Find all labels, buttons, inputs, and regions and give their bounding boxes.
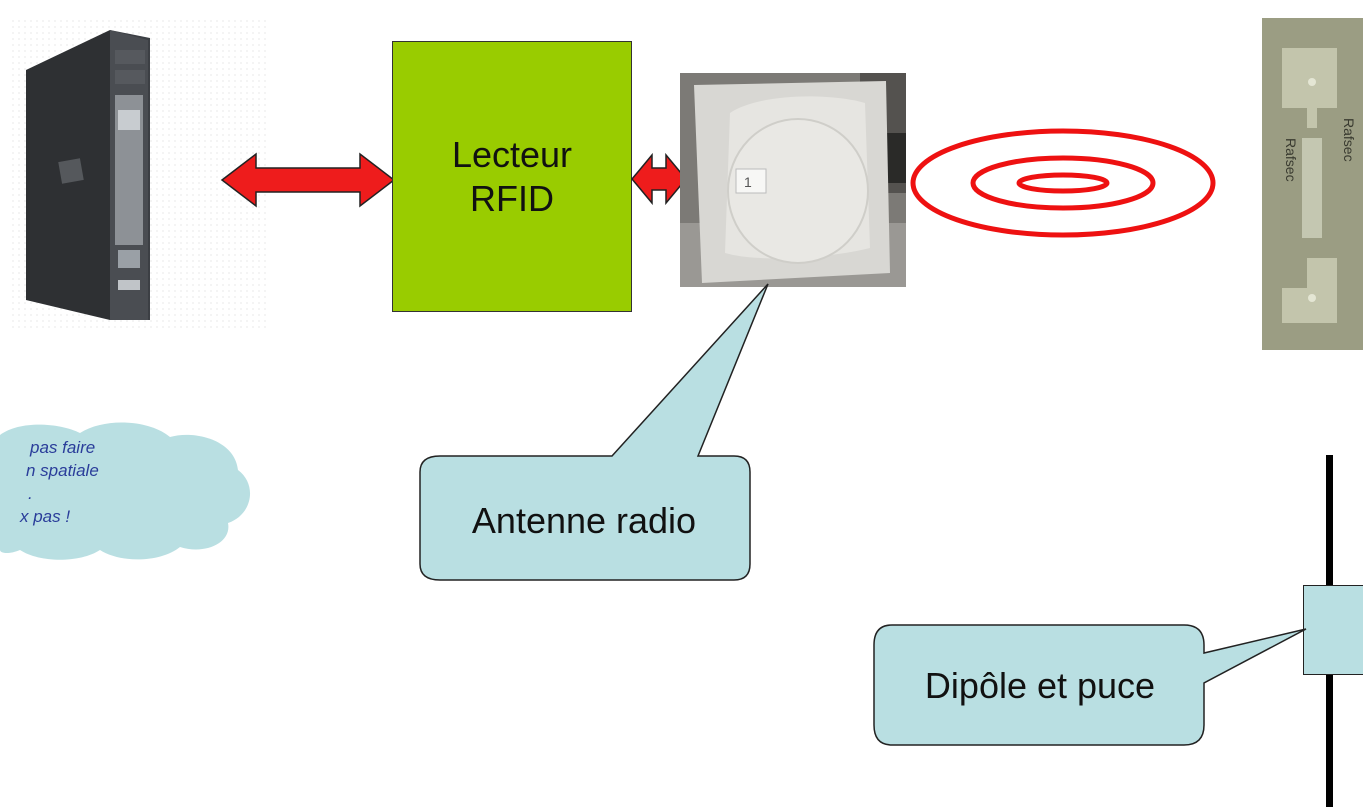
radio-antenna-icon: 1 xyxy=(680,73,906,287)
thought-cloud xyxy=(0,422,251,560)
antenna-number: 1 xyxy=(744,174,752,190)
cloud-line: pas faire xyxy=(30,438,96,457)
cloud-line: n spatiale xyxy=(26,461,99,480)
antenna-callout-bubble xyxy=(419,283,769,581)
computer-tower-icon xyxy=(8,20,268,330)
reader-label-line1: Lecteur xyxy=(451,134,573,176)
radio-wave-icon xyxy=(910,128,1216,238)
tag-brand-left: Rafsec xyxy=(1283,138,1299,182)
tag-brand-right: Rafsec xyxy=(1341,118,1357,162)
rfid-tag-icon: Rafsec Rafsec xyxy=(1262,18,1363,350)
reader-label-line2: RFID xyxy=(469,177,554,219)
dipole-callout-text: Dipôle et puce xyxy=(924,665,1156,706)
dipole-callout-bubble xyxy=(873,624,1307,746)
cloud-text: pas faire n spatiale . x pas ! xyxy=(0,436,250,528)
double-arrow-icon xyxy=(220,152,396,208)
cloud-line: x pas ! xyxy=(20,507,71,526)
cloud-line: . xyxy=(28,484,33,503)
rfid-reader-box: Lecteur RFID xyxy=(392,41,632,312)
antenna-callout-text: Antenne radio xyxy=(471,500,697,541)
